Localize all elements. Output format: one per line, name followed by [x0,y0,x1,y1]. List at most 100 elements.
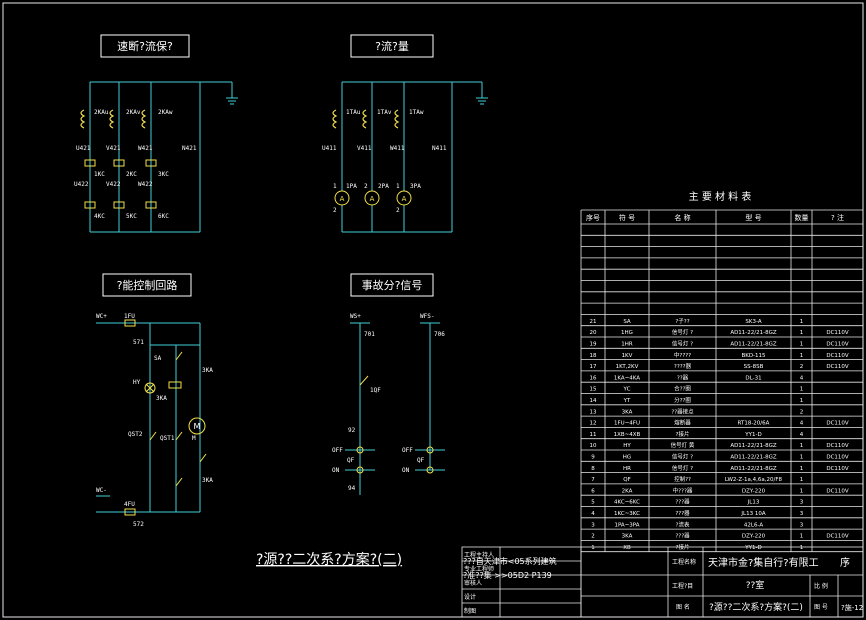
table-cell: 3 [800,522,804,528]
table-cell: DC110V [826,534,849,540]
table-cell: AD11-22/21-8GZ [730,466,777,472]
label: M [192,435,196,442]
svg-text:A: A [402,195,407,203]
label: QF [417,457,425,464]
label: 4KC [94,213,105,220]
label: V421 [106,145,121,152]
panel-title-box [350,34,434,58]
table-cell: DC110V [826,330,849,336]
label: W411 [390,145,405,152]
table-cell: 1KV [622,353,633,359]
table-header: ? 注 [831,213,844,222]
label: 2 [364,183,368,190]
table-cell: 2 [800,364,804,370]
label: 1TAv [377,109,392,116]
label: 3KA [202,477,213,484]
label: 2 [396,207,400,214]
label: WC+ [96,313,107,320]
table-cell: 21 [590,319,597,325]
label: 3KC [158,171,169,178]
label: W422 [138,181,153,188]
label: 1FU [124,313,135,320]
table-cell: 18 [590,353,597,359]
table-cell: ???器 [675,533,690,540]
table-cell: DC110V [826,443,849,449]
motor-label: M [194,422,201,431]
table-cell: 7 [591,477,595,483]
table-cell: 4 [800,375,804,381]
table-cell: ?子?? [675,318,689,325]
table-cell: 1 [800,534,804,540]
table-cell: 10 [590,443,597,449]
table-cell: DC110V [826,342,849,348]
table-cell: 13 [590,409,597,415]
title-label: 审核人 [464,579,482,587]
table-cell: 1 [800,319,804,325]
table-cell: 合??圈 [674,385,691,393]
table-cell: ???器 [675,499,690,506]
subitem-label: 工程?目 [672,582,693,590]
table-cell: 1KT,2KV [616,364,639,370]
label: 1PA [346,183,357,190]
table-cell: 2KA [622,488,633,494]
table-cell: HR [623,466,631,472]
table-cell: 5 [591,500,595,506]
table-cell: DZY-220 [742,534,766,540]
table-cell: DC110V [826,488,849,494]
table-cell: 1 [800,455,804,461]
table-cell: RT18-20/6A [738,421,770,427]
table-cell: 1 [591,545,595,551]
table-cell: AD11-22/21-8GZ [730,342,777,348]
label: 94 [348,485,356,492]
table-cell: 3 [800,511,804,517]
table-cell: YC [623,387,631,393]
label: ON [402,467,410,474]
table-cell: 9 [591,455,595,461]
label: 3PA [410,183,421,190]
drawing-name: ?源??二次系?方案?(二) [709,601,803,613]
label: W421 [138,145,153,152]
label: N421 [182,145,197,152]
svg-text:A: A [370,195,375,203]
table-cell: 1FU~4FU [614,421,640,427]
table-cell: 4 [591,511,595,517]
table-cell: 4KC~6KC [614,500,640,506]
ammeter-icon [334,190,350,206]
table-cell: 1 [800,488,804,494]
table-cell: 2 [591,534,595,540]
label: 701 [364,331,375,338]
ratio-label: 比 例 [814,582,828,590]
table-cell: 1 [800,342,804,348]
table-cell: 4 [800,421,804,427]
label: 5KC [126,213,137,220]
table-cell: DC110V [826,466,849,472]
table-cell: HY [623,443,631,449]
table-cell: ????器 [674,363,692,370]
table-cell: 6 [591,488,595,494]
label: QF [347,457,355,464]
table-cell: 分??圈 [674,396,691,404]
label: 3KA [156,395,167,402]
table-cell: 8 [591,466,595,472]
label: 4FU [124,501,135,508]
table-cell: 控制?? [674,475,691,483]
table-cell: DL-31 [745,375,761,381]
table-cell: 16 [590,375,597,381]
label: 6KC [158,213,169,220]
table-cell: JL13 10A [740,511,765,517]
table-cell: DC110V [826,353,849,359]
label: WC- [96,487,107,494]
panel-voltage-protection: 速断?流保? 2KAu [74,34,238,233]
label: 1TAw [409,109,424,116]
table-cell: 3KA [622,409,633,415]
table-cell: 20 [590,330,597,336]
label: 571 [133,339,144,346]
table-cell: LW2-Z-1a,4,6a,20/F8 [725,477,783,483]
table-cell: 1 [800,330,804,336]
drawing-title: ?源??二次系?方案?(二) [256,551,402,568]
title-label: 工程主持人 [464,551,494,559]
table-cell: 17 [590,364,597,370]
